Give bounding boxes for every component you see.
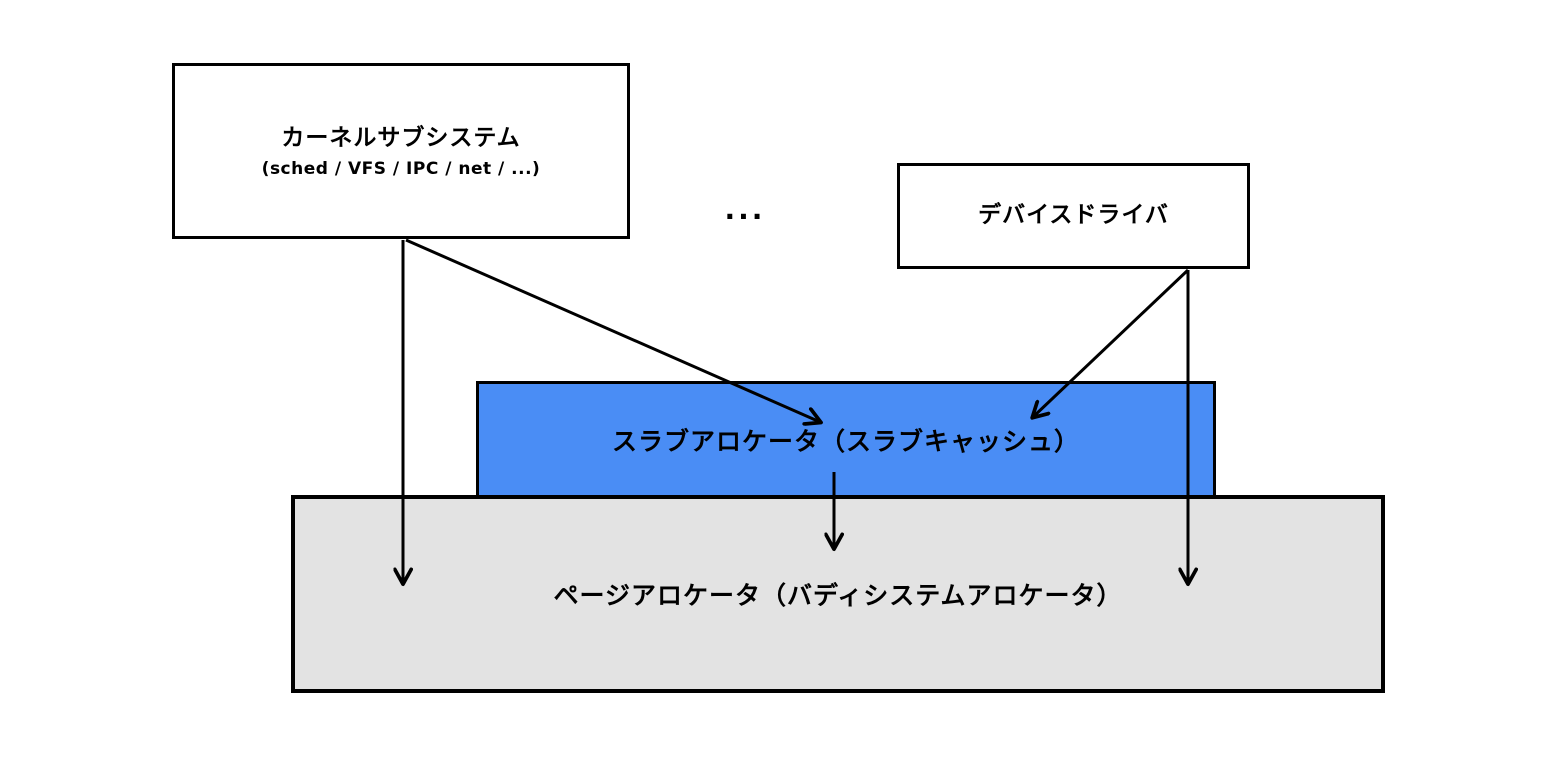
more-subsystems-ellipsis: ... <box>724 193 766 226</box>
kernel-subsystem-title: カーネルサブシステム <box>281 125 521 152</box>
kernel-subsystem-subtitle: (sched / VFS / IPC / net / ...) <box>261 158 541 179</box>
device-driver-box: デバイスドライバ <box>897 163 1250 269</box>
kernel-subsystem-box: カーネルサブシステム (sched / VFS / IPC / net / ..… <box>172 63 630 239</box>
page-allocator-label: ページアロケータ（バディシステムアロケータ） <box>553 581 1123 610</box>
slab-allocator-label: スラブアロケータ（スラブキャッシュ） <box>611 426 1080 456</box>
page-allocator-box: ページアロケータ（バディシステムアロケータ） <box>291 495 1385 693</box>
slab-allocator-box: スラブアロケータ（スラブキャッシュ） <box>476 381 1216 498</box>
device-driver-label: デバイスドライバ <box>978 202 1169 229</box>
